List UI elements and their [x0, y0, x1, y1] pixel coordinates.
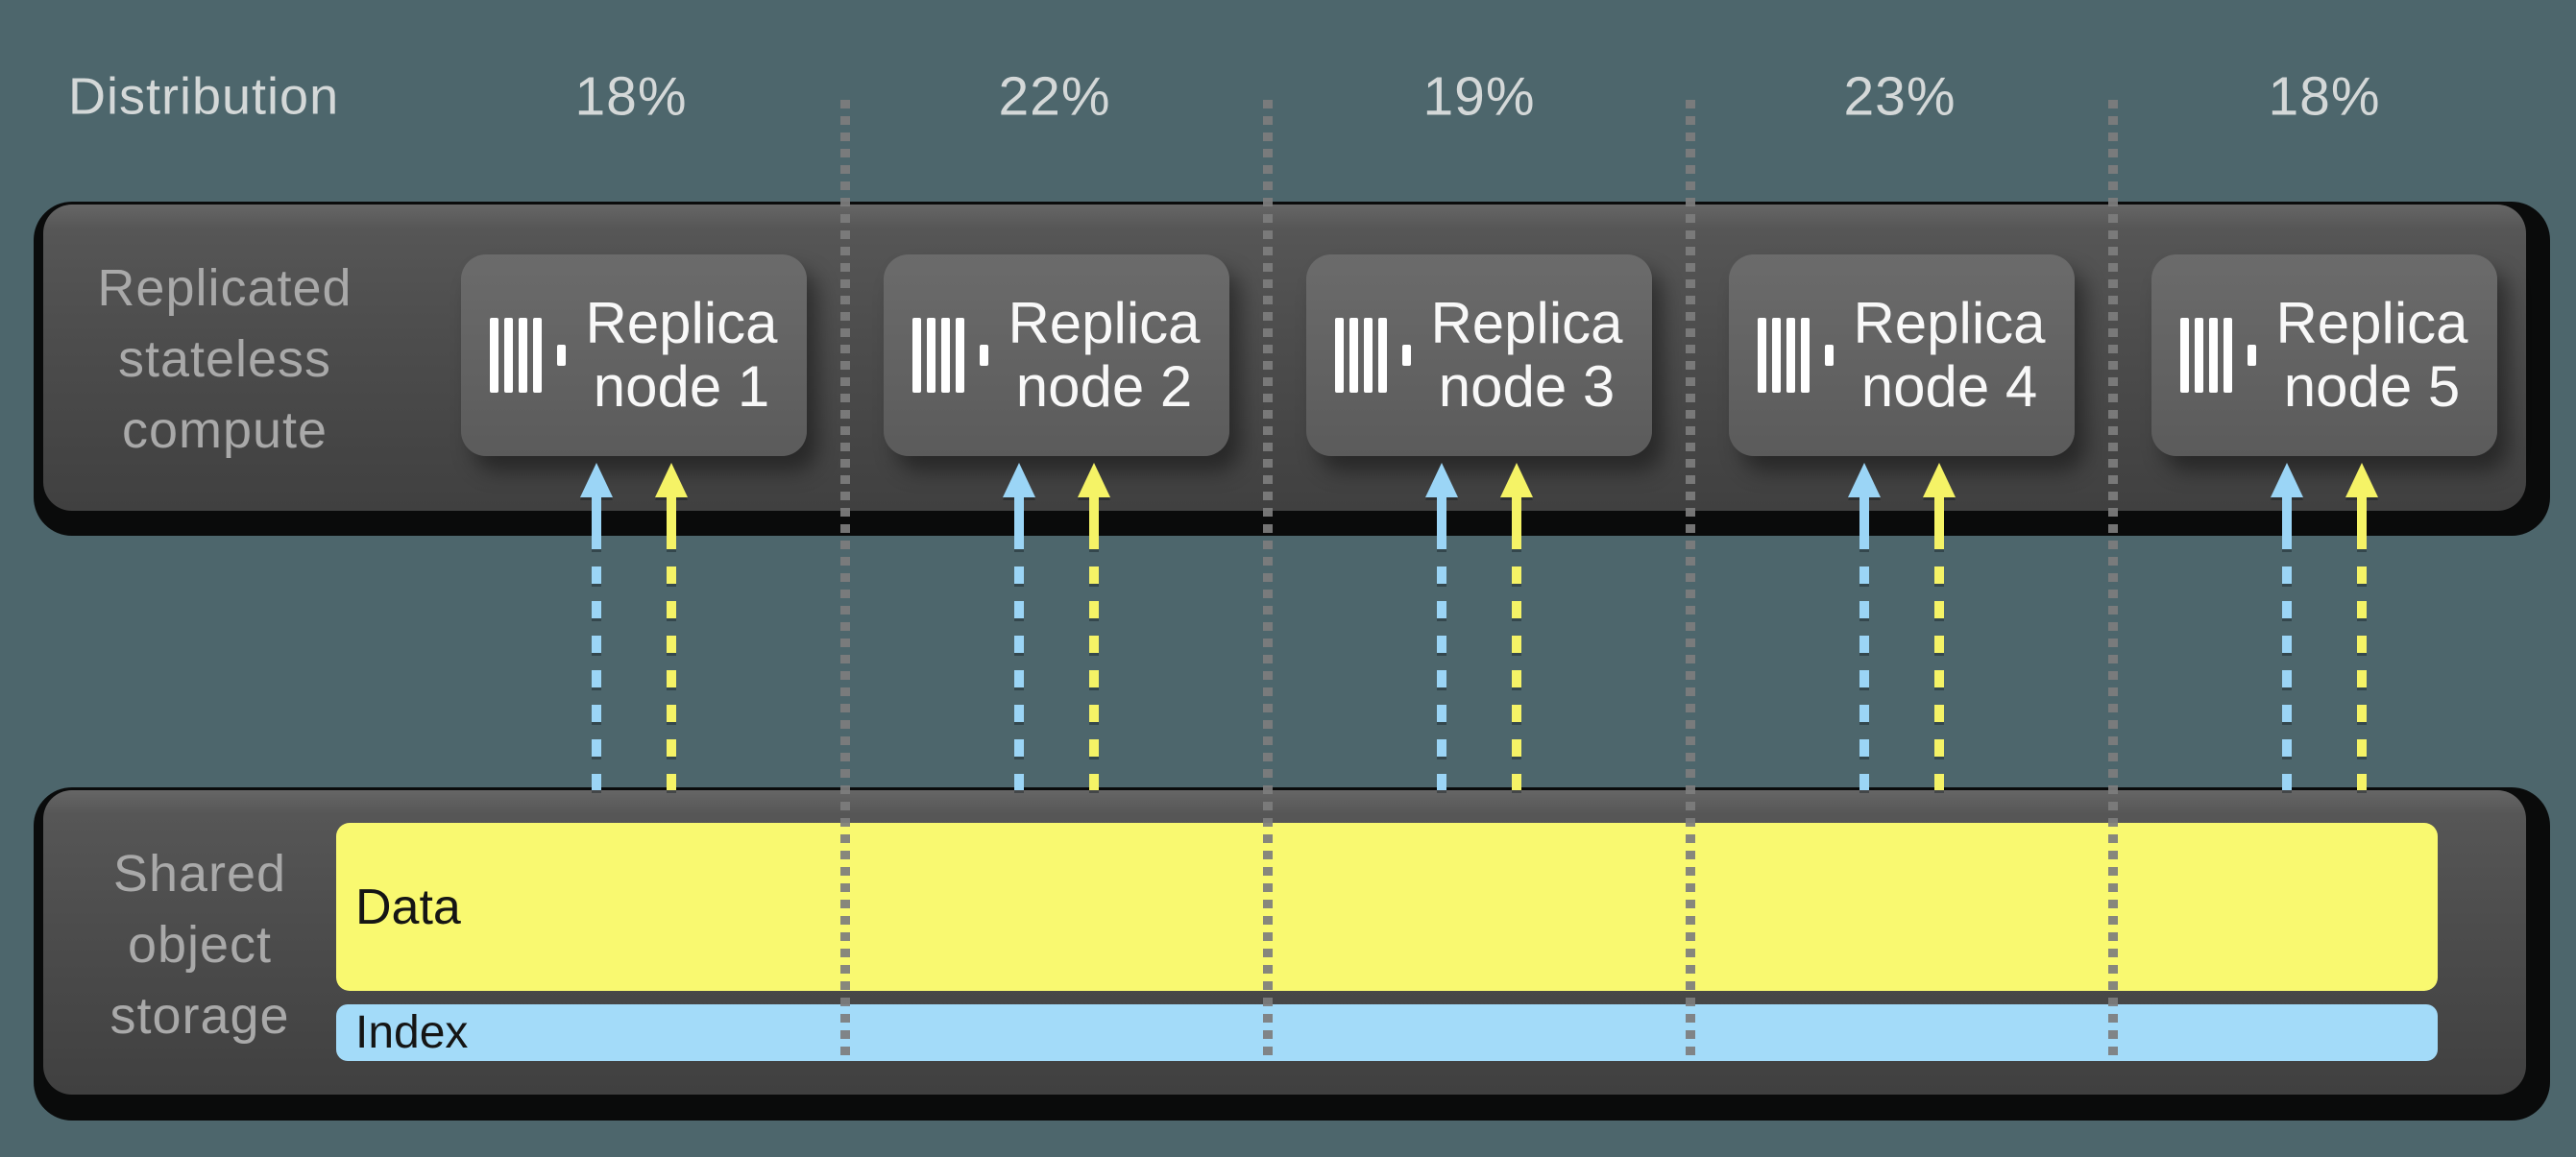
compute-title-line: Replicated [97, 259, 352, 317]
column-separator-3 [1686, 100, 1695, 1059]
replica-node-2: Replica node 2 [884, 254, 1229, 456]
replica-node-label: Replica node 4 [1853, 292, 2045, 419]
node-label-line2: node 2 [1015, 354, 1193, 419]
replica-node-5: Replica node 5 [2151, 254, 2497, 456]
node-label-line1: Replica [585, 291, 778, 355]
column-separator-1 [840, 100, 850, 1059]
index-band: Index [336, 1004, 2438, 1061]
clickhouse-bars-icon [1335, 318, 1412, 393]
storage-box-title: Shared object storage [109, 838, 289, 1051]
index-arrow-1 [580, 463, 613, 790]
node-label-line2: node 1 [593, 354, 770, 419]
replica-node-label: Replica node 2 [1008, 292, 1200, 419]
replica-node-label: Replica node 5 [2275, 292, 2467, 419]
node-label-line2: node 4 [1860, 354, 2038, 419]
data-band: Data [336, 823, 2438, 991]
node-label-line1: Replica [2275, 291, 2468, 355]
data-band-label: Data [355, 879, 461, 935]
data-arrow-5 [2345, 463, 2378, 790]
replica-node-4: Replica node 4 [1729, 254, 2075, 456]
compute-title-line: compute [121, 401, 328, 459]
index-arrow-5 [2271, 463, 2303, 790]
compute-title-line: stateless [117, 330, 332, 388]
data-arrow-3 [1500, 463, 1533, 790]
distribution-label: Distribution [68, 67, 340, 126]
clickhouse-bars-icon [2180, 318, 2257, 393]
replica-node-label: Replica node 3 [1430, 292, 1622, 419]
clickhouse-bars-icon [912, 318, 989, 393]
clickhouse-bars-icon [1758, 318, 1835, 393]
index-arrow-3 [1425, 463, 1458, 790]
index-band-label: Index [355, 1007, 469, 1058]
node-label-line1: Replica [1008, 291, 1201, 355]
storage-title-line: storage [109, 987, 290, 1045]
index-arrow-2 [1003, 463, 1035, 790]
distribution-percent-3: 19% [1422, 65, 1536, 128]
index-arrow-4 [1848, 463, 1881, 790]
compute-box-title: Replicated stateless compute [97, 253, 352, 466]
storage-title-line: Shared [112, 845, 287, 903]
node-label-line2: node 3 [1438, 354, 1616, 419]
clickhouse-bars-icon [490, 318, 567, 393]
distribution-percent-2: 22% [998, 65, 1111, 128]
node-label-line1: Replica [1430, 291, 1623, 355]
distribution-percent-1: 18% [574, 65, 688, 128]
replica-node-label: Replica node 1 [585, 292, 777, 419]
data-arrow-1 [655, 463, 688, 790]
distribution-percent-4: 23% [1843, 65, 1956, 128]
data-arrow-2 [1078, 463, 1110, 790]
replica-node-1: Replica node 1 [461, 254, 807, 456]
storage-title-line: object [127, 916, 273, 974]
replica-node-3: Replica node 3 [1306, 254, 1652, 456]
data-arrow-4 [1923, 463, 1956, 790]
node-label-line2: node 5 [2283, 354, 2461, 419]
column-separator-4 [2108, 100, 2118, 1059]
column-separator-2 [1263, 100, 1273, 1059]
distribution-percent-5: 18% [2268, 65, 2381, 128]
node-label-line1: Replica [1853, 291, 2046, 355]
